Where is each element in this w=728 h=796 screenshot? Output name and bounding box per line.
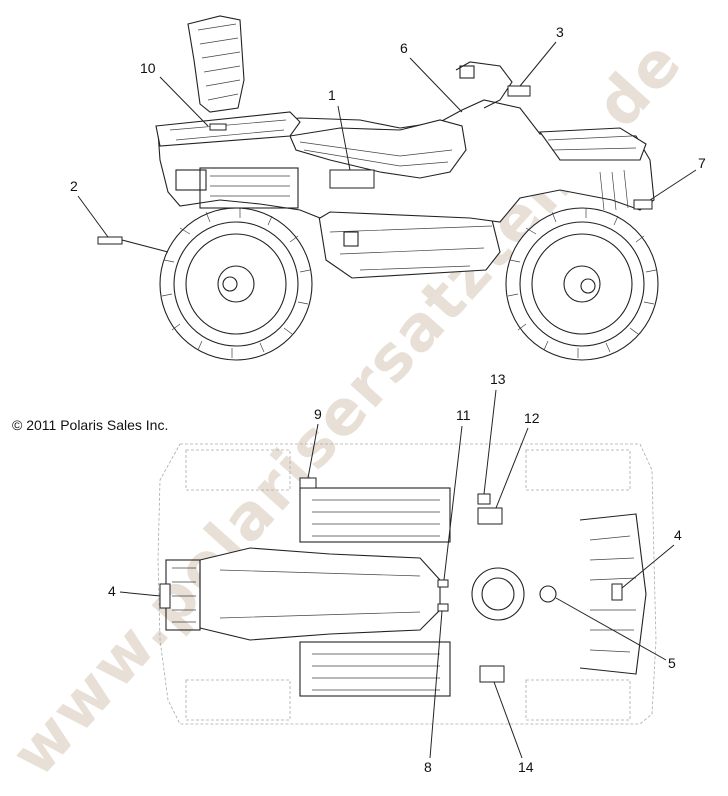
decal-14 — [479, 665, 505, 683]
decal-7 — [633, 199, 653, 210]
decal-8 — [437, 603, 449, 612]
top-seat — [199, 547, 441, 641]
callout-13: 13 — [490, 371, 506, 387]
rear-wheel — [159, 207, 313, 361]
callout-14: 14 — [518, 759, 534, 775]
decal-12 — [477, 507, 503, 525]
callout-2: 2 — [70, 178, 78, 194]
callout-6: 6 — [400, 40, 408, 56]
decal-4-front — [611, 583, 623, 601]
decal-11 — [437, 579, 449, 588]
console — [471, 567, 525, 621]
decal-4-rear — [159, 583, 171, 609]
callout-5: 5 — [668, 655, 676, 671]
decal-5 — [539, 585, 557, 603]
callout-9: 9 — [314, 406, 322, 422]
decal-9 — [299, 477, 317, 489]
copyright-text: © 2011 Polaris Sales Inc. — [12, 417, 168, 433]
decal-3 — [507, 85, 531, 97]
callout-4-front: 4 — [674, 527, 682, 543]
decal-2 — [97, 236, 123, 245]
callout-10: 10 — [140, 60, 156, 76]
engine-cover — [199, 167, 299, 209]
decal-1 — [329, 169, 375, 189]
callout-7: 7 — [698, 155, 706, 171]
handlebar — [455, 61, 513, 109]
callout-11: 11 — [456, 407, 471, 423]
body-outline — [157, 443, 657, 725]
callout-1: 1 — [328, 87, 336, 103]
callout-8: 8 — [424, 759, 432, 775]
decal-13 — [477, 493, 491, 505]
top-front-rack — [579, 513, 647, 675]
front-rack — [538, 127, 647, 161]
callout-12: 12 — [524, 410, 540, 426]
top-callouts: 9 13 11 12 4 4 5 8 14 — [108, 371, 682, 775]
footwell-right — [299, 641, 451, 697]
rear-rack — [155, 111, 301, 147]
callout-3: 3 — [556, 24, 564, 40]
front-wheel — [505, 207, 659, 361]
callout-4-rear: 4 — [108, 583, 116, 599]
decal-10 — [209, 123, 227, 131]
seat — [289, 119, 467, 179]
atv-top-view — [157, 443, 657, 725]
side-callouts: 10 1 6 3 2 7 — [70, 24, 706, 253]
backrest — [187, 15, 245, 113]
atv-side-view — [97, 15, 659, 361]
footwell-left — [299, 487, 451, 543]
